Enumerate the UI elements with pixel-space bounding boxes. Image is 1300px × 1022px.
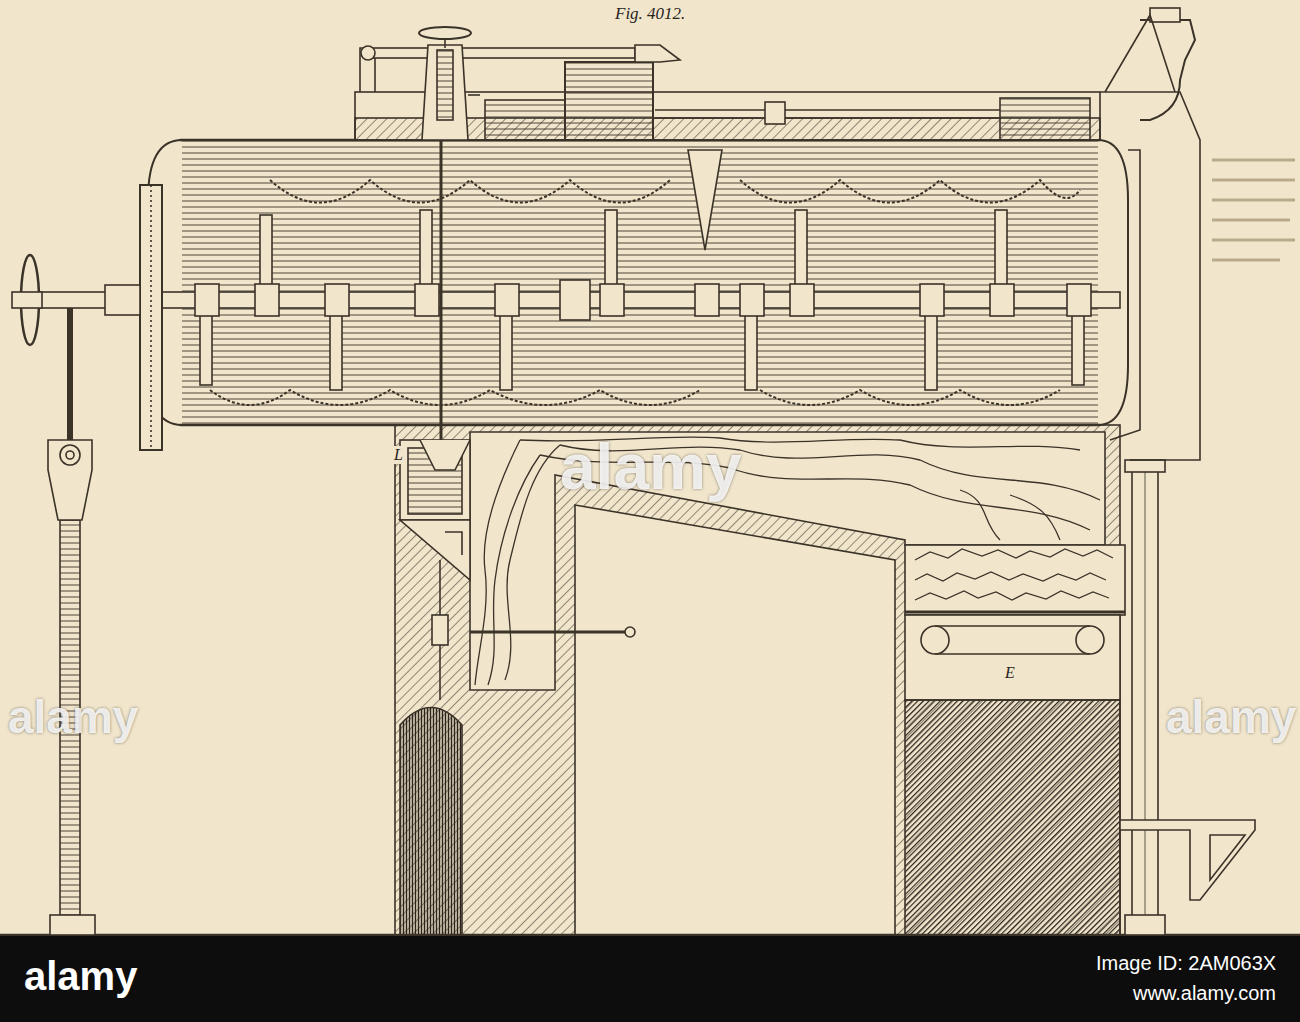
watermark: alamy	[8, 690, 138, 744]
callout-letter: E	[1003, 664, 1017, 682]
brand-logo: alamy	[24, 954, 137, 999]
watermark: alamy	[560, 430, 741, 504]
watermark: alamy	[1166, 690, 1296, 744]
callout-letter: L	[392, 446, 405, 464]
figure-title: Fig. 4012.	[615, 4, 685, 24]
website: www.alamy.com	[1133, 982, 1276, 1005]
image-id: Image ID: 2AM063X	[1096, 952, 1276, 975]
